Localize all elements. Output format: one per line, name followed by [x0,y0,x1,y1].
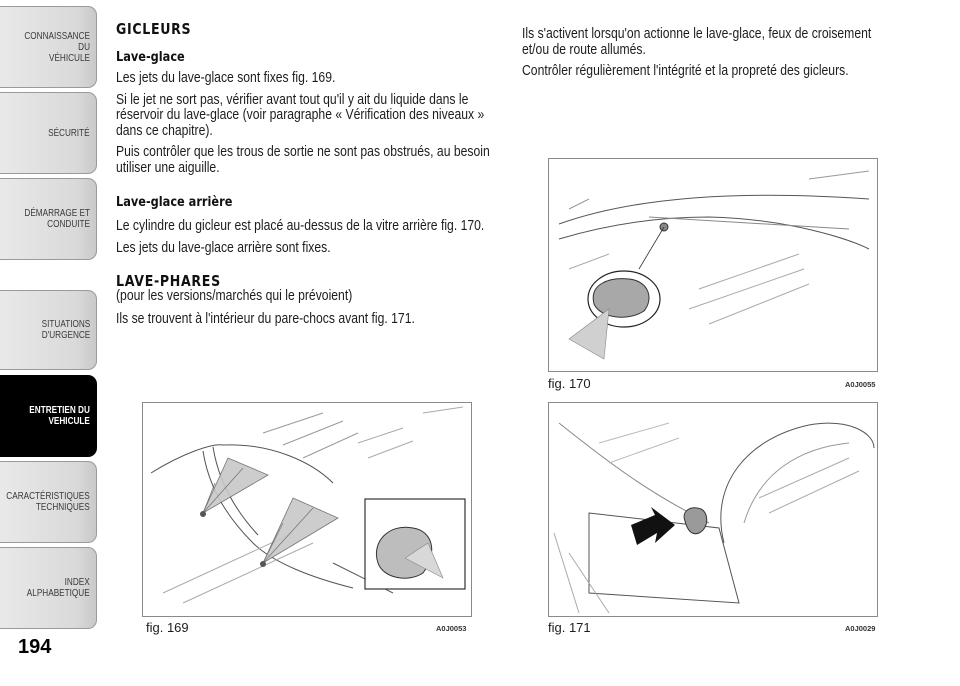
figure-caption: fig. 171 [548,620,591,635]
tab-connaissance-du-vehicule[interactable]: CONNAISSANCE DU VÉHICULE [0,6,97,88]
figure-171-headlamp-washer [548,402,878,617]
paragraph: Les jets du lave-glace arrière sont fixe… [116,239,331,256]
arrow-icon [631,507,675,545]
paragraph: Puis contrôler que les trous de sortie n… [116,144,490,176]
section-title-gicleurs: GICLEURS [116,20,192,38]
section-note: (pour les versions/marchés qui le prévoi… [116,288,353,304]
paragraph: Ils s'activent lorsqu'on actionne le lav… [522,26,872,58]
figure-169-illustration [150,406,466,604]
figure-171-illustration [553,422,875,614]
tab-entretien-du-vehicule[interactable]: ENTRETIEN DU VEHICULE [0,375,97,457]
figure-code: A0J0029 [845,624,876,633]
tab-index-alphabetique[interactable]: INDEX ALPHABETIQUE [0,547,97,629]
tab-securite[interactable]: SÉCURITÉ [0,92,97,174]
figure-170-rear-washer-jet [548,158,878,372]
tab-label: SITUATIONS D'URGENCE [41,319,90,341]
paragraph: Les jets du lave-glace sont fixes fig. 1… [116,70,336,86]
paragraph: Ils se trouvent à l'intérieur du pare-ch… [116,310,415,327]
figure-169-windshield-washer-jets [142,402,472,617]
figure-caption: fig. 170 [548,376,591,391]
figure-caption: fig. 169 [146,620,189,635]
right-text-column: Ils s'activent lorsqu'on actionne le lav… [522,26,900,80]
paragraph: Le cylindre du gicleur est placé au-dess… [116,218,485,234]
figure-170-illustration [558,170,870,360]
left-text-column: GICLEURS Lave-glace Les jets du lave-gla… [116,20,494,327]
tab-demarrage-et-conduite[interactable]: DÉMARRAGE ET CONDUITE [0,178,97,260]
tab-label: INDEX ALPHABETIQUE [27,577,90,599]
subsection-title-lave-glace: Lave-glace [116,49,185,65]
figure-code: A0J0055 [845,380,876,389]
tab-label: ENTRETIEN DU VEHICULE [29,405,90,427]
tab-label: SÉCURITÉ [48,127,90,139]
section-title-lave-phares: LAVE-PHARES [116,272,221,290]
tab-label: CONNAISSANCE DU VÉHICULE [24,30,90,64]
subsection-title-lave-glace-arriere: Lave-glace arrière [116,194,233,210]
tab-label: DÉMARRAGE ET CONDUITE [24,208,90,230]
paragraph: Contrôler régulièrement l'intégrité et l… [522,63,849,79]
paragraph: Si le jet ne sort pas, vérifier avant to… [116,91,485,139]
tab-situations-durgence[interactable]: SITUATIONS D'URGENCE [0,290,97,370]
chapter-tabs: CONNAISSANCE DU VÉHICULE SÉCURITÉ DÉMARR… [0,0,100,640]
tab-label: CARACTÉRISTIQUES TECHNIQUES [6,491,90,513]
figure-code: A0J0053 [436,624,467,633]
page-number: 194 [18,636,52,658]
tab-caracteristiques-techniques[interactable]: CARACTÉRISTIQUES TECHNIQUES [0,461,97,543]
